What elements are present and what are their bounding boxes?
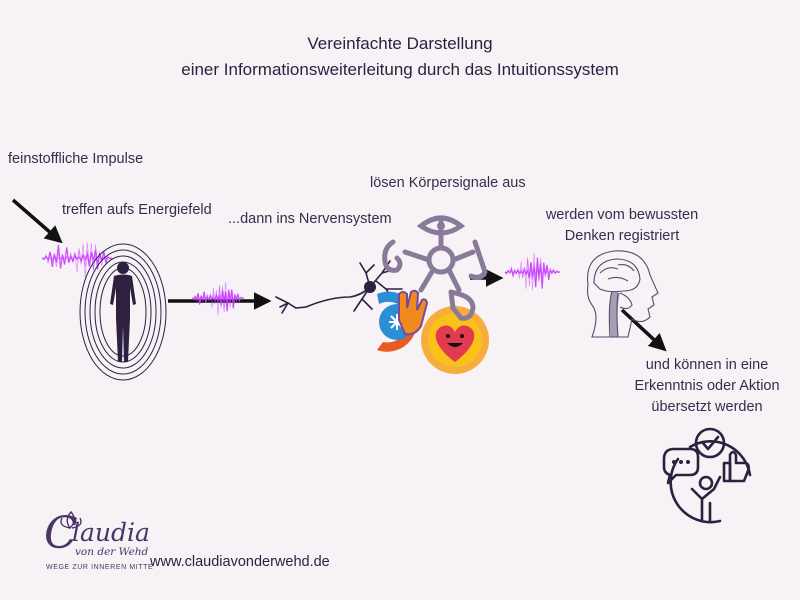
brain-head-icon bbox=[586, 250, 659, 338]
wave-line bbox=[191, 286, 245, 316]
arrow-to-action bbox=[620, 308, 667, 352]
label-bewusstes-denken-line-1: werden vom bewussten bbox=[545, 207, 699, 223]
wave-line bbox=[504, 256, 561, 291]
logo-tagline: WEGE ZUR INNEREN MITTE bbox=[46, 564, 154, 571]
label-nervensystem: ...dann ins Nervensystem bbox=[228, 211, 392, 227]
arrow-impulse bbox=[11, 198, 63, 244]
label-erkenntnis-line-3: übersetzt werden bbox=[651, 399, 763, 415]
title-line-1: Vereinfachte Darstellung bbox=[307, 34, 493, 53]
label-erkenntnis-line-2: Erkenntnis oder Aktion bbox=[634, 378, 780, 394]
logo-sub: von der Wehd bbox=[75, 546, 149, 558]
label-bewusstes-denken-line-2: Denken registriert bbox=[564, 228, 680, 244]
title-line-2: einer Informationsweiterleitung durch da… bbox=[181, 60, 619, 79]
logo-name: laudia bbox=[72, 518, 150, 547]
label-energiefeld: treffen aufs Energiefeld bbox=[62, 202, 212, 218]
website-url[interactable]: www.claudiavonderwehd.de bbox=[150, 554, 330, 570]
label-koerpersignale: lösen Körpersignale aus bbox=[370, 175, 526, 191]
label-feinstoffliche-impulse: feinstoffliche Impulse bbox=[8, 151, 144, 167]
energy-field-figure-icon bbox=[79, 243, 167, 381]
insight-action-icon bbox=[662, 427, 752, 524]
neuron-icon bbox=[275, 260, 403, 314]
label-erkenntnis-aktion: und können in eine Erkenntnis oder Aktio… bbox=[607, 355, 800, 418]
brand-logo: C laudia von der Wehd WEGE ZUR INNEREN M… bbox=[44, 508, 154, 578]
body-signals-icon bbox=[377, 215, 489, 374]
label-bewusstes-denken: werden vom bewussten Denken registriert bbox=[522, 205, 722, 247]
label-erkenntnis-line-1: und können in eine bbox=[645, 357, 769, 373]
logo-initial: C bbox=[44, 508, 78, 559]
wave-line bbox=[504, 252, 561, 287]
logo-emblem-icon bbox=[60, 510, 82, 530]
